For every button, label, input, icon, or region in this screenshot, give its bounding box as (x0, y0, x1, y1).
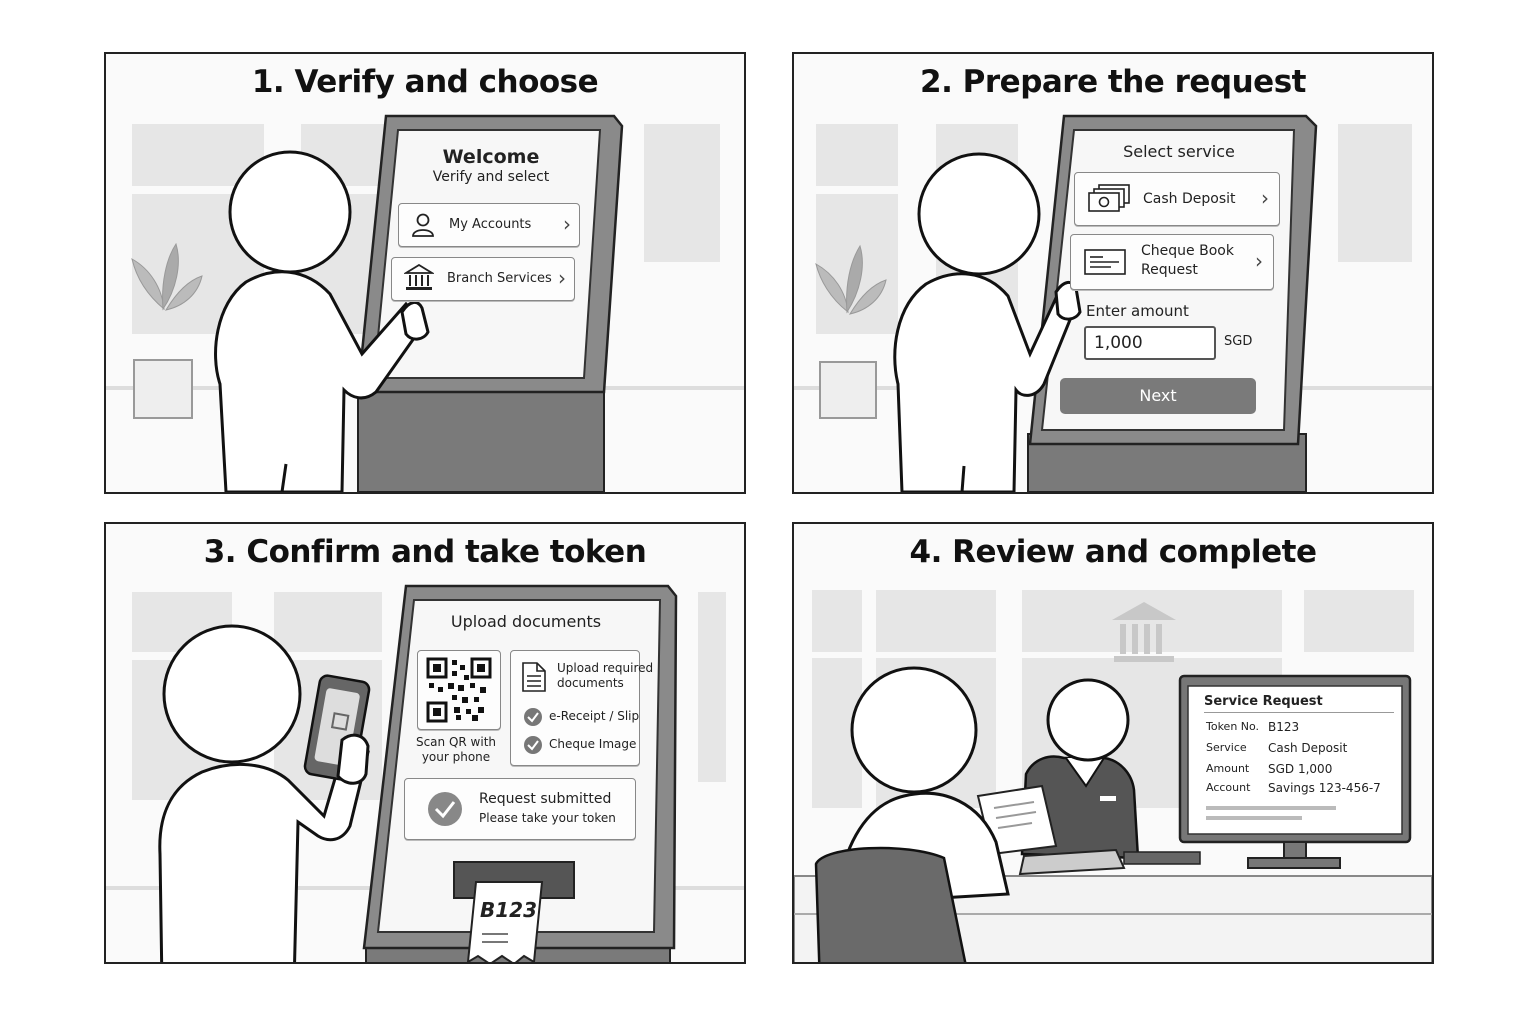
cash-deposit-label: Cash Deposit (1143, 191, 1236, 207)
amount-value: 1,000 (1094, 333, 1143, 353)
screen-heading: Upload documents (450, 612, 602, 631)
my-accounts-button[interactable]: My Accounts › (398, 203, 580, 247)
row-label: Account (1206, 781, 1251, 794)
chair (814, 846, 967, 962)
panel-title: 1. Verify and choose (251, 64, 599, 100)
cheque-icon (1084, 249, 1126, 275)
panel-4-scene (794, 590, 1432, 962)
screen-heading: Welcome (442, 146, 540, 168)
panel-1-scene (106, 114, 744, 492)
cash-deposit-button[interactable]: Cash Deposit › (1074, 172, 1280, 226)
person-figure (214, 150, 430, 492)
check-circle-icon (524, 708, 542, 726)
row-label: Amount (1206, 762, 1250, 775)
panel-3: 3. Confirm and take token Upload documen… (104, 522, 746, 964)
person-figure (158, 624, 370, 962)
desk-items (1018, 848, 1201, 876)
currency-label: SGD (1224, 334, 1253, 349)
hand (336, 733, 370, 785)
monitor-divider (1204, 712, 1394, 713)
panel-1: 1. Verify and choose Welcome Verify and … (104, 52, 746, 494)
bank-icon (404, 264, 434, 290)
cheque-book-label-line1: Cheque Book (1141, 243, 1234, 259)
monitor (1178, 674, 1412, 869)
document-icon (522, 662, 546, 692)
amount-input[interactable]: 1,000 (1084, 326, 1216, 360)
my-accounts-label: My Accounts (449, 217, 532, 232)
status-subtitle: Please take your token (479, 811, 616, 825)
person-figure (893, 152, 1082, 492)
row-label: Token No. (1206, 720, 1260, 733)
row-value: SGD 1,000 (1268, 762, 1333, 776)
qr-caption-line2: your phone (421, 750, 491, 764)
panel-title: 2. Prepare the request (920, 64, 1306, 100)
qr-caption-line1: Scan QR with (415, 735, 497, 749)
checklist-item: e-Receipt / Slip (549, 709, 640, 723)
qr-code-icon (426, 657, 492, 723)
screen-heading: Select service (1123, 142, 1235, 161)
panel-title: 4. Review and complete (909, 534, 1317, 570)
bank-icon (1112, 602, 1176, 662)
row-value: Savings 123-456-7 (1268, 781, 1381, 795)
screen-subheading: Verify and select (432, 169, 550, 185)
plant-icon (131, 242, 203, 419)
cheque-book-label-line2: Request (1141, 262, 1198, 278)
request-submitted-box: Request submitted Please take your token (404, 778, 636, 840)
chevron-right-icon: › (1261, 186, 1269, 210)
plant-icon (815, 244, 887, 419)
chevron-right-icon: › (1255, 249, 1263, 273)
qr-code-box[interactable] (417, 650, 501, 730)
panel-title: 3. Confirm and take token (203, 534, 647, 570)
row-value: B123 (1268, 720, 1300, 734)
token-number: B123 (480, 898, 537, 922)
check-circle-icon (428, 792, 462, 826)
panel-2: 2. Prepare the request Select service Ca… (792, 52, 1434, 494)
status-title: Request submitted (479, 791, 612, 807)
row-label: Service (1206, 741, 1247, 754)
upload-line1: Upload required (557, 661, 654, 675)
checklist-item: Cheque Image (549, 737, 637, 751)
next-button[interactable]: Next (1060, 378, 1256, 414)
chevron-right-icon: › (558, 266, 566, 290)
chevron-right-icon: › (563, 212, 571, 236)
cash-icon (1088, 184, 1130, 212)
upload-documents-box[interactable]: Upload required documents e-Receipt / Sl… (510, 650, 653, 766)
branch-services-button[interactable]: Branch Services › (391, 257, 575, 301)
user-icon (412, 213, 434, 237)
amount-label: Enter amount (1086, 302, 1189, 320)
panel-4: 4. Review and complete Service Request T… (792, 522, 1434, 964)
monitor-title: Service Request (1204, 694, 1323, 709)
cheque-book-request-button[interactable]: Cheque Book Request › (1070, 234, 1274, 290)
check-circle-icon (524, 736, 542, 754)
upload-line2: documents (557, 676, 624, 690)
row-value: Cash Deposit (1268, 741, 1348, 755)
branch-services-label: Branch Services (447, 271, 552, 286)
